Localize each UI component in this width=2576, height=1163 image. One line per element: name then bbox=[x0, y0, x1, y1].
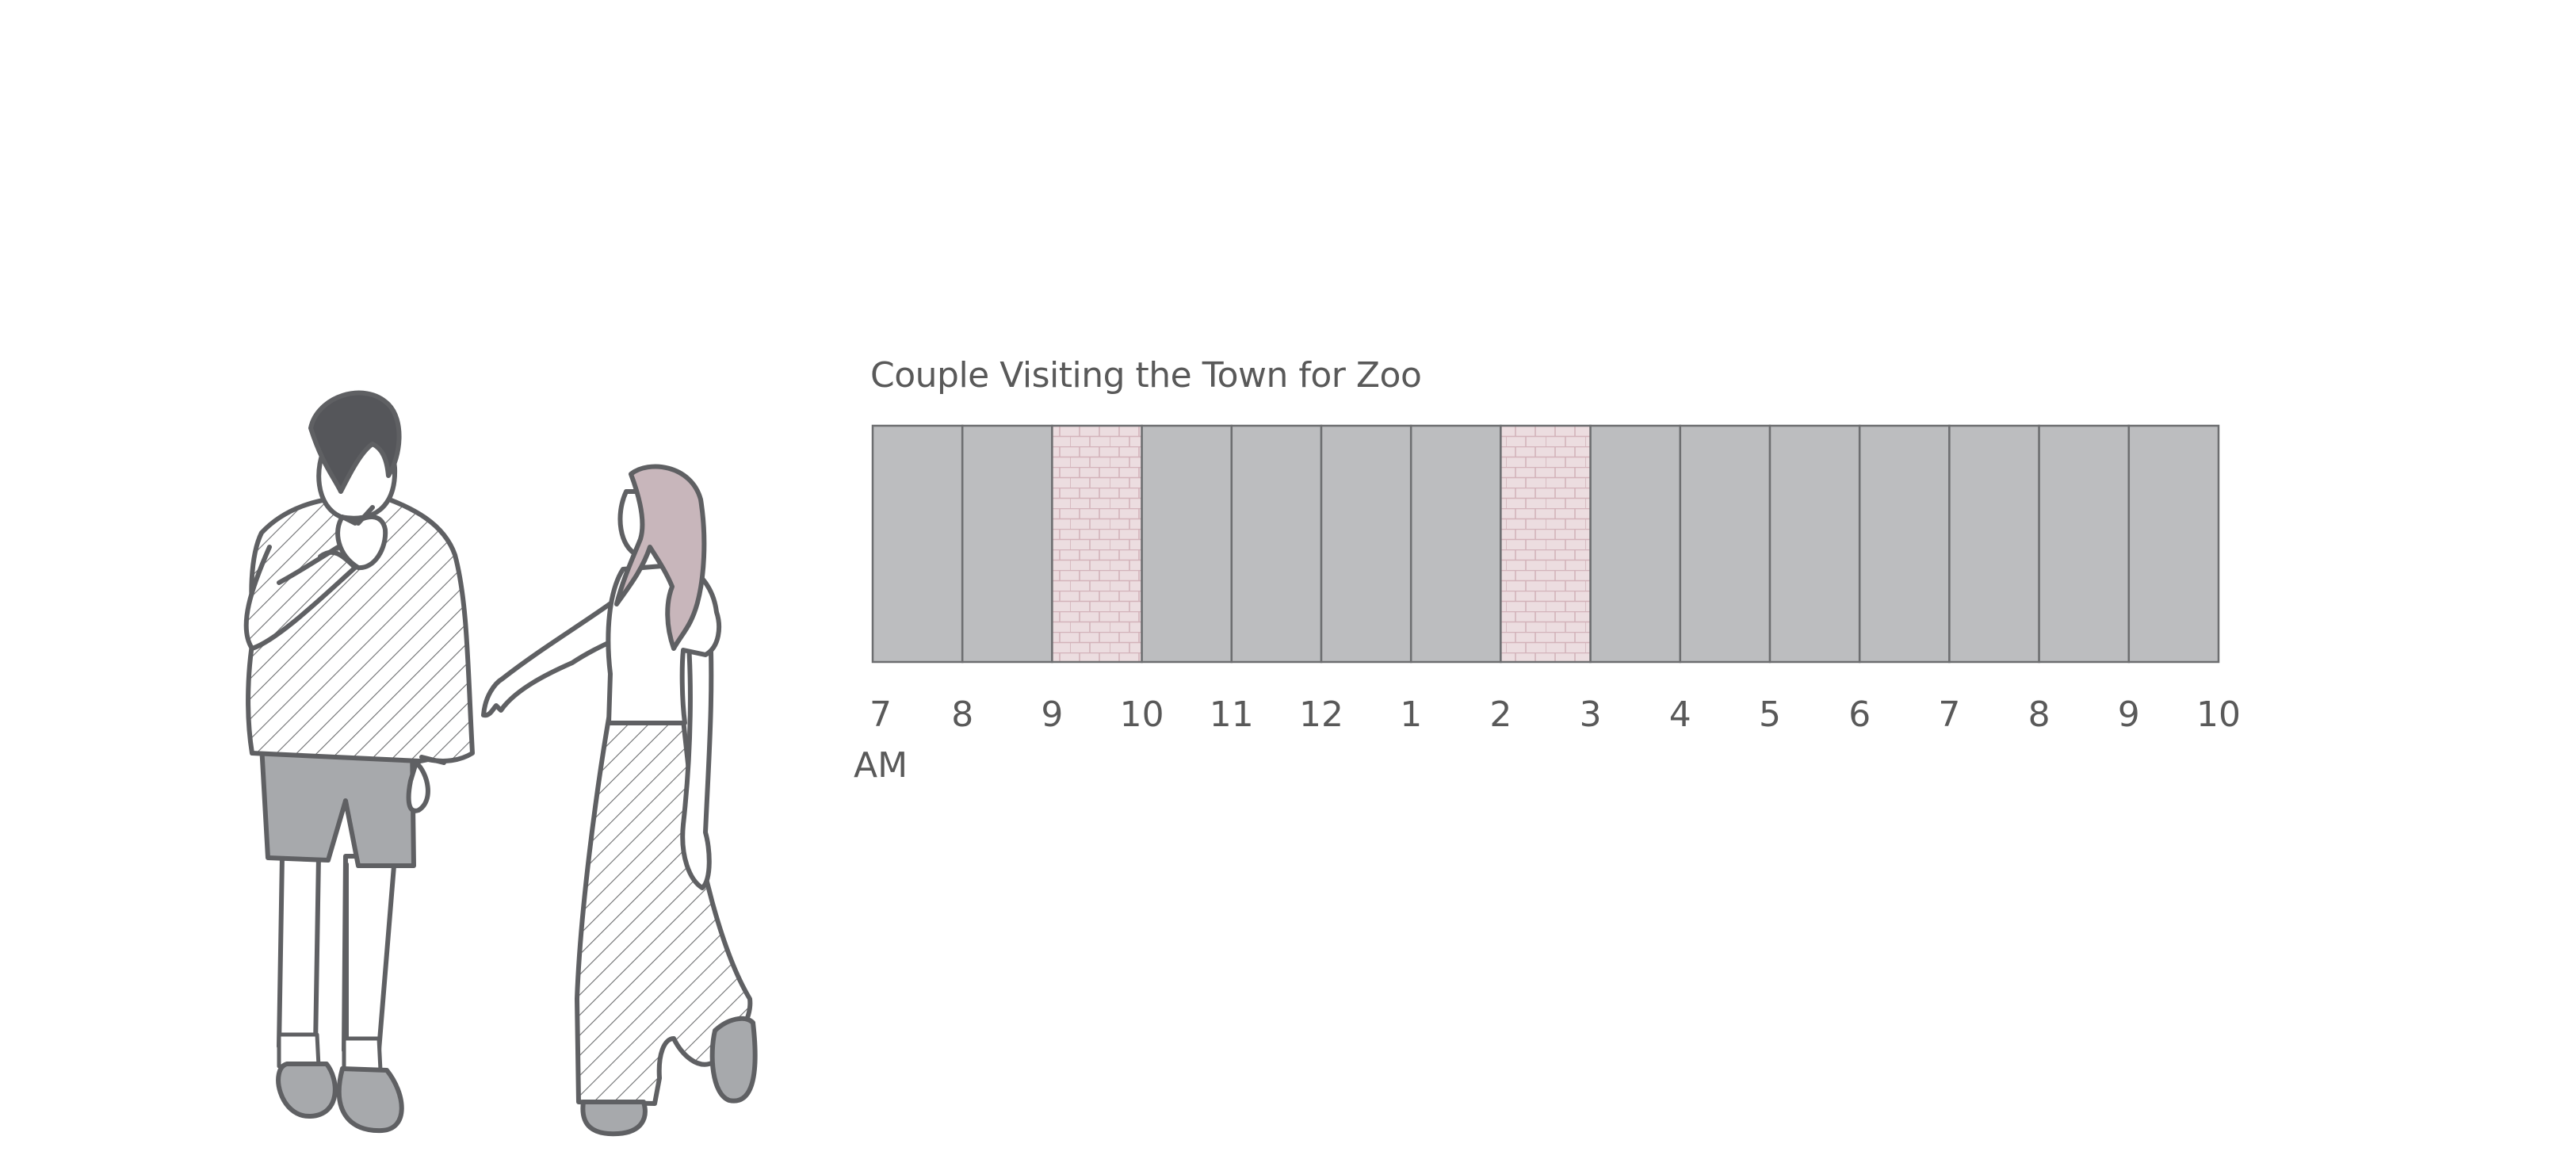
time-slot bbox=[1230, 424, 1323, 664]
hour-tick-label: 9 bbox=[2117, 694, 2140, 735]
time-slot bbox=[1948, 424, 2040, 664]
hour-tick-label: 4 bbox=[1668, 694, 1691, 735]
hour-tick-label: 3 bbox=[1579, 694, 1602, 735]
time-slot-highlighted bbox=[1500, 424, 1592, 664]
couple-illustration bbox=[243, 390, 758, 1137]
man-left-leg bbox=[277, 854, 321, 1049]
man-left-shoe bbox=[276, 1062, 338, 1119]
woman-left-shoe bbox=[580, 1100, 648, 1137]
man-right-shoe bbox=[336, 1066, 404, 1134]
hour-tick-label: 10 bbox=[2196, 694, 2241, 735]
time-slot bbox=[961, 424, 1053, 664]
time-slot bbox=[1589, 424, 1682, 664]
woman-right-shoe bbox=[709, 1016, 758, 1104]
hour-tick-label: 11 bbox=[1209, 694, 1254, 735]
hour-tick-label: 9 bbox=[1041, 694, 1064, 735]
hour-tick-label: 6 bbox=[1848, 694, 1871, 735]
hour-tick-label: 10 bbox=[1119, 694, 1164, 735]
man-figure bbox=[243, 390, 475, 1134]
time-slot-highlighted bbox=[1051, 424, 1143, 664]
time-slot bbox=[1320, 424, 1412, 664]
time-slot bbox=[1409, 424, 1502, 664]
diagram-title: Couple Visiting the Town for Zoo bbox=[870, 355, 1422, 396]
hour-tick-label: 8 bbox=[951, 694, 974, 735]
hour-tick-label: 12 bbox=[1299, 694, 1343, 735]
man-hand bbox=[335, 515, 388, 571]
time-slot bbox=[1768, 424, 1861, 664]
woman-hair bbox=[614, 464, 707, 651]
hour-tick-label: 1 bbox=[1400, 694, 1423, 735]
hour-tick-label: 5 bbox=[1759, 694, 1781, 735]
man-right-leg bbox=[342, 854, 397, 1053]
woman-pants bbox=[575, 716, 753, 1106]
man-shorts bbox=[259, 743, 416, 868]
hour-tick-label: 2 bbox=[1489, 694, 1512, 735]
hour-tick-label: 7 bbox=[869, 694, 892, 735]
woman-arm bbox=[481, 600, 629, 718]
time-slot bbox=[1858, 424, 1951, 664]
woman-figure bbox=[481, 464, 758, 1137]
time-slot bbox=[871, 424, 964, 664]
time-slot bbox=[2127, 424, 2220, 664]
man-raised-arm bbox=[243, 543, 357, 651]
time-slot bbox=[2038, 424, 2131, 664]
man-hair bbox=[308, 390, 402, 494]
time-slot bbox=[1141, 424, 1233, 664]
am-label: AM bbox=[853, 745, 908, 786]
hour-tick-label: 7 bbox=[1938, 694, 1961, 735]
time-slot bbox=[1679, 424, 1771, 664]
hour-tick-label: 8 bbox=[2028, 694, 2050, 735]
